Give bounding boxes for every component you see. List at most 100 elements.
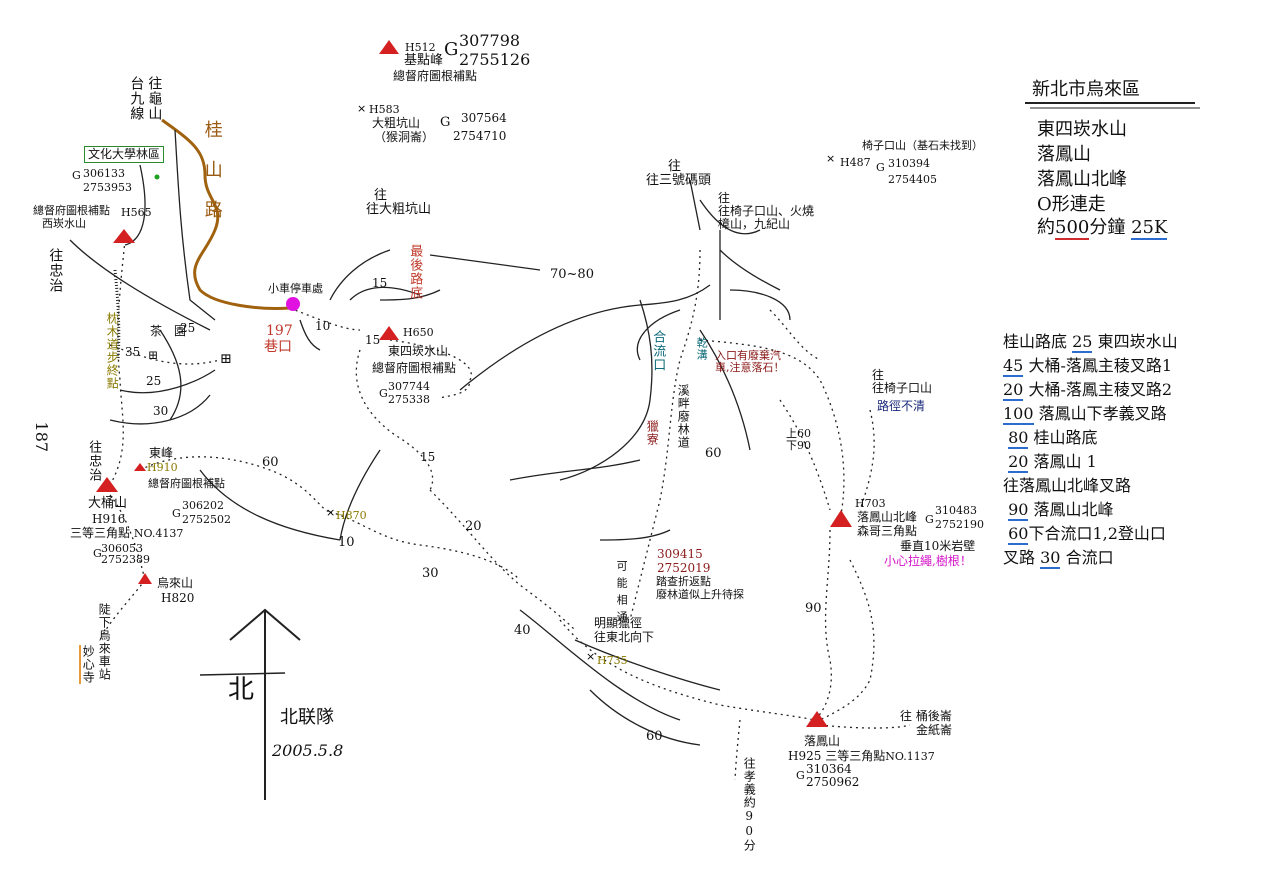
yizikou-height: H487 [840,156,871,169]
updown-label: 上60下90 [786,427,811,452]
trail-time: 70~80 [550,267,594,282]
route-post: 合流口 [1065,548,1114,567]
datong-coord-3: 306053 [101,542,143,555]
route-post: 下合流口1,2登山口 [1028,524,1166,543]
jidian-note: 總督府圖根補點 [393,69,478,83]
page-number: 187 [32,421,52,453]
trail-time: 35 [125,345,141,359]
xikan-g-label: G [72,169,81,182]
route-row: 20 落鳳山 1 [1003,450,1178,474]
trail-time: 60 [705,446,722,461]
luofeng-n-coord-2: 2752190 [935,518,984,531]
to-zhongzhi2-label: 往忠治 [86,440,102,482]
to-tonghou-label: 往 桶後崙 [900,709,952,723]
jidian-name: 基點峰 [404,53,444,68]
datong-coord-4: 2752389 [101,553,150,566]
datong-height: H916 [92,512,126,526]
route-post: 落鳳山下孝義叉路 [1038,404,1167,423]
dacukeng-coord-2: 2754710 [453,129,507,143]
trail-time: 60 [646,729,663,744]
dacukeng-height: H583 [369,103,400,116]
trail-time: 30 [422,566,439,581]
guishan-road-label: 桂山路 [201,120,223,240]
trail-time: 10 [338,535,355,550]
unclear-path-label: 路徑不清 [877,399,926,413]
luofeng-g-label: G [796,769,805,782]
route-row: 往落鳳山北峰叉路 [1003,474,1178,498]
to-yizi-label: 往往椅子口山、火燒樟山，九紀山 [718,191,815,231]
tea-icon: ⊞ [146,348,161,363]
peak-triangle-luofeng-n [830,510,852,527]
road-end-label: 最後路底 [407,244,423,300]
route-post: 桂山路底 [1033,428,1098,447]
luofeng-no: NO.1137 [885,750,935,763]
peak-triangle-jidian [379,40,399,54]
route-post: 大桶-落鳳主稜叉路1 [1028,356,1173,375]
xikan-name: 西崁水山 [42,217,86,230]
datong-no: NO.4137 [133,527,184,540]
cliff-label: 垂直10米岩壁 [900,539,976,553]
svg-text:×: × [826,152,835,165]
stream-road-label: 溪畔廢林道 [676,384,691,449]
yizikou-coord-2: 2754405 [888,173,937,186]
svg-text:×: × [586,650,595,663]
to-yizi2-label: 往往椅子口山 [872,368,933,396]
luofeng-coord-2: 2750962 [806,775,860,789]
duration-prefix: 約 [1037,217,1055,238]
to-pier-label: 往往三號碼頭 [646,159,712,189]
svg-text:×: × [326,506,335,519]
dongfeng-note: 總督府圖根補點 [148,477,225,490]
district-title: 新北市烏來區 [1032,79,1140,100]
confluence-label: 合流口 [650,330,666,372]
luofeng-coord-1: 310364 [806,762,852,776]
lane-label: 巷口 [264,339,292,355]
to-pier-text: 往三號碼頭 [646,173,712,189]
hunting-trail-label: 明顯獵徑 [594,616,643,630]
peak-name-3: 落鳳山北峰 [1037,169,1127,190]
jidian-coord-2: 2755126 [459,50,531,69]
trail-time: 25 [180,321,196,335]
route-time: 20 [1003,380,1024,401]
peak-triangle-dongfeng [134,463,146,471]
peak-name-2: 落鳳山 [1037,144,1091,165]
route-pre: 桂山路底 [1003,332,1068,351]
parking-label: 小車停車處 [268,282,323,295]
trail-time: 15 [372,276,388,290]
peak-triangle-dongsikan [379,326,399,340]
dongsikan-coord-1: 307744 [388,380,430,393]
north-label: 北 [228,675,255,705]
route-time: 20 [1008,452,1029,473]
wulai-height: H820 [161,591,195,605]
h735-label: H735 [597,654,628,667]
trail-time: 10 [315,319,331,333]
datong-g-label: G [172,507,181,520]
team-signature: 北联隊 [280,707,334,728]
lane-number: 197 [266,323,293,339]
trail-time: 15 [365,333,381,347]
trace-note: 踏查折返點 [656,575,711,588]
datong-coord-2: 2752502 [182,513,231,526]
yizikou-g-label: G [876,161,885,174]
route-post: 落鳳山北峰 [1033,500,1114,519]
trail-time: 60 [262,455,279,470]
trail-time: 30 [153,404,169,418]
peak-triangle-datong [96,477,118,492]
route-table: 桂山路底 25 東四崁水山 45 大桶-落鳳主稜叉路1 20 大桶-落鳳主稜叉路… [1003,330,1178,570]
luofeng-n-name: 落鳳山北峰 [857,510,918,524]
route-post: 大桶-落鳳主稜叉路2 [1028,380,1173,399]
to-dacu-text: 往大粗坑山 [366,202,432,218]
duration-line: 約500分鐘 25K [1037,217,1168,240]
route-row: 20 大桶-落鳳主稜叉路2 [1003,378,1178,402]
luofeng-note: 三等三角點 [825,749,886,763]
duration-value: 500 [1055,217,1090,240]
to-guishan-label: 往龜山 [146,76,163,121]
peak-triangle-xikan [113,229,135,243]
date-signature: 2005.5.8 [272,741,344,760]
jidian-height: H512 [405,41,436,54]
dongsikan-g-label: G [379,387,388,400]
parking-marker [286,297,300,311]
to-yizi-text: 往椅子口山、火燒樟山，九紀山 [718,204,815,231]
luofeng-n-tri: 森哥三角點 [857,524,918,538]
route-row: 90 落鳳山北峰 [1003,498,1178,522]
